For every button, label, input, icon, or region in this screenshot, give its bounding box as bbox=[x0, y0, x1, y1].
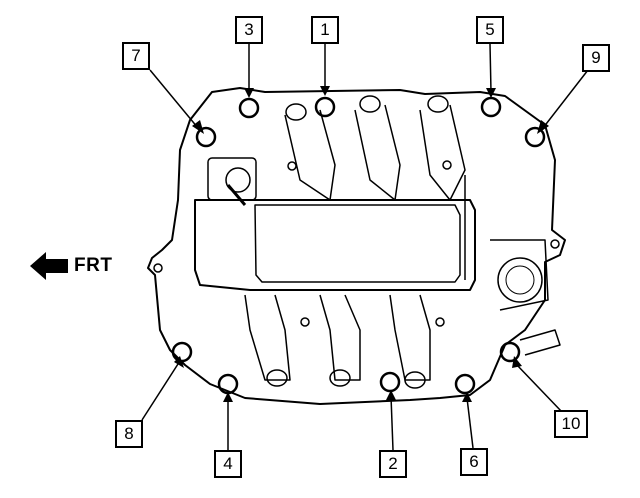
outlet-pipe bbox=[519, 329, 561, 356]
callout-1: 1 bbox=[311, 16, 339, 44]
bolt-10 bbox=[499, 341, 521, 363]
bolt-7 bbox=[195, 126, 217, 148]
lower-runner-3 bbox=[389, 294, 431, 381]
bolt-6 bbox=[454, 373, 476, 395]
stud bbox=[300, 317, 310, 327]
lower-runner-1 bbox=[244, 294, 291, 381]
callout-5: 5 bbox=[476, 16, 504, 44]
port bbox=[329, 369, 351, 387]
stud bbox=[550, 239, 560, 249]
arrowhead-2 bbox=[386, 390, 396, 400]
front-label: FRT bbox=[74, 255, 113, 276]
port bbox=[404, 371, 426, 389]
stud bbox=[153, 263, 163, 273]
left-arrow-icon bbox=[30, 252, 68, 280]
leader-7 bbox=[149, 69, 199, 129]
throttle-bore-inner bbox=[505, 265, 535, 295]
stud bbox=[435, 317, 445, 327]
leader-9 bbox=[542, 69, 589, 129]
arrowhead-5 bbox=[486, 88, 496, 98]
bolt-3 bbox=[238, 97, 260, 119]
callout-8: 8 bbox=[115, 420, 143, 448]
bolt-1 bbox=[314, 96, 336, 118]
stud bbox=[442, 160, 452, 170]
throttle-bore bbox=[497, 257, 543, 303]
upper-runner-1 bbox=[284, 109, 336, 201]
arrowhead-6 bbox=[462, 392, 472, 402]
port bbox=[285, 103, 307, 121]
leader-6 bbox=[466, 397, 474, 449]
callout-9: 9 bbox=[582, 44, 610, 72]
plenum-inner bbox=[254, 204, 461, 283]
callout-2: 2 bbox=[379, 450, 407, 478]
bolt-5 bbox=[480, 96, 502, 118]
callout-10: 10 bbox=[554, 410, 588, 438]
arrowhead-10 bbox=[512, 356, 522, 368]
bolt-8 bbox=[171, 341, 193, 363]
arrowhead-9 bbox=[537, 120, 549, 134]
manifold-outline bbox=[147, 87, 566, 405]
egr-tube bbox=[226, 184, 247, 206]
right-housing bbox=[490, 239, 549, 311]
callout-4: 4 bbox=[214, 450, 242, 478]
port bbox=[359, 95, 381, 113]
leader-2 bbox=[390, 395, 394, 451]
upper-runner-2 bbox=[354, 104, 401, 201]
arrowhead-7 bbox=[192, 120, 204, 134]
arrowhead-4 bbox=[223, 392, 233, 402]
port bbox=[427, 95, 449, 113]
arrowhead-1 bbox=[320, 86, 330, 96]
front-direction-indicator: FRT bbox=[30, 252, 112, 280]
arrowhead-8 bbox=[174, 356, 184, 368]
callout-6: 6 bbox=[460, 448, 488, 476]
leader-8 bbox=[141, 363, 179, 421]
port bbox=[266, 369, 288, 387]
callout-3: 3 bbox=[235, 16, 263, 44]
egr-port bbox=[225, 167, 251, 193]
stud bbox=[287, 161, 297, 171]
egr-boss bbox=[207, 157, 257, 201]
arrowhead-3 bbox=[244, 88, 254, 98]
bolt-2 bbox=[379, 371, 401, 393]
upper-runner-3 bbox=[419, 104, 466, 201]
leader-5 bbox=[489, 43, 492, 93]
plenum bbox=[194, 199, 476, 291]
callout-7: 7 bbox=[122, 42, 150, 70]
bolt-9 bbox=[524, 126, 546, 148]
leader-10 bbox=[515, 363, 563, 413]
lower-runner-2 bbox=[319, 294, 361, 381]
